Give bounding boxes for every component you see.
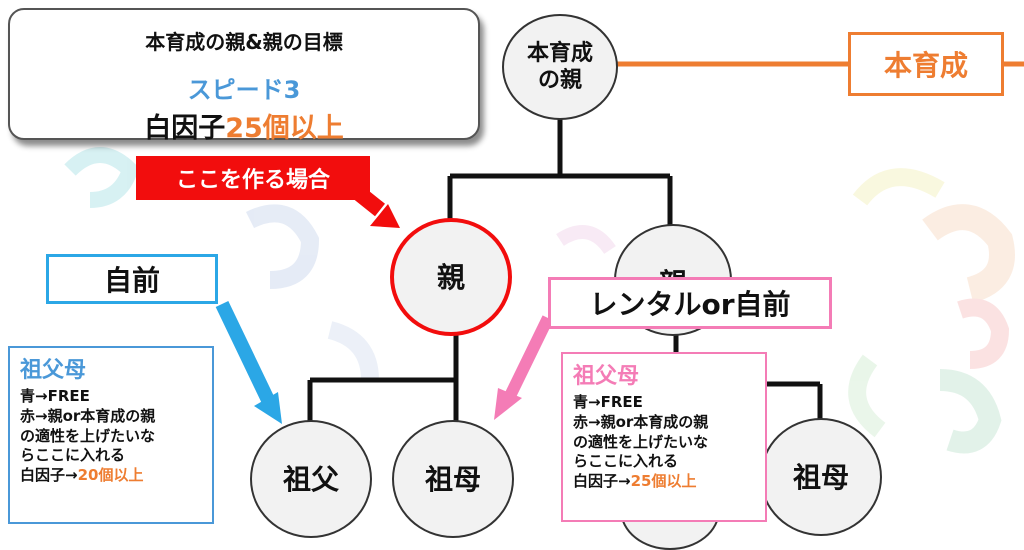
info-right-white-factor: 白因子→25個以上: [573, 472, 755, 492]
diagram-lines: [64, 61, 1024, 454]
info-right-line: らここに入れる: [573, 452, 679, 471]
info-left-line: の適性を上げたいな: [20, 426, 156, 445]
goal-white-factor: 白因子25個以上: [10, 106, 478, 145]
node-main-parent: 本育成 の親: [502, 14, 618, 120]
goal-white-factor-value: 25個以上: [225, 113, 344, 144]
background-decoration: [64, 147, 1015, 454]
info-left-line: 青→FREE: [20, 387, 90, 406]
goal-speed: スピード3: [187, 76, 301, 104]
rental-or-own-label: レンタルor自前: [548, 277, 832, 329]
node-grandfather: 祖父: [250, 420, 372, 538]
info-left-line: 赤→親or本育成の親: [20, 406, 156, 425]
own-arrow: [215, 300, 282, 424]
main-training-label: 本育成: [848, 32, 1004, 96]
node-grandmother-right: 祖母: [760, 418, 882, 536]
rental-arrow: [494, 315, 554, 420]
info-right-white-value: 25個以上: [630, 472, 697, 491]
grandparents-info-left: 祖父母 青→FREE 赤→親or本育成の親 の適性を上げたいな らここに入れる …: [8, 346, 214, 524]
make-here-label: ここを作る場合: [136, 156, 370, 200]
goal-white-factor-label: 白因子: [144, 113, 226, 144]
info-left-white-label: 白因子→: [20, 466, 78, 485]
info-right-white-label: 白因子→: [573, 472, 631, 491]
info-right-line: 赤→親or本育成の親: [573, 412, 709, 431]
info-right-line: の適性を上げたいな: [573, 432, 709, 451]
node-grandmother: 祖母: [392, 420, 514, 538]
own-label: 自前: [46, 254, 218, 304]
info-left-white-factor: 白因子→20個以上: [20, 466, 202, 486]
info-right-line: 青→FREE: [573, 393, 643, 412]
info-left-white-value: 20個以上: [77, 466, 144, 485]
goal-title: 本育成の親&親の目標: [145, 30, 343, 54]
node-parent: 親: [390, 218, 512, 336]
goal-box: 本育成の親&親の目標 スピード3 白因子25個以上: [8, 8, 480, 144]
info-left-line: らここに入れる: [20, 446, 126, 465]
info-right-title: 祖父母: [573, 364, 640, 389]
grandparents-info-right: 祖父母 青→FREE 赤→親or本育成の親 の適性を上げたいな らここに入れる …: [561, 352, 767, 522]
info-left-title: 祖父母: [20, 358, 87, 383]
